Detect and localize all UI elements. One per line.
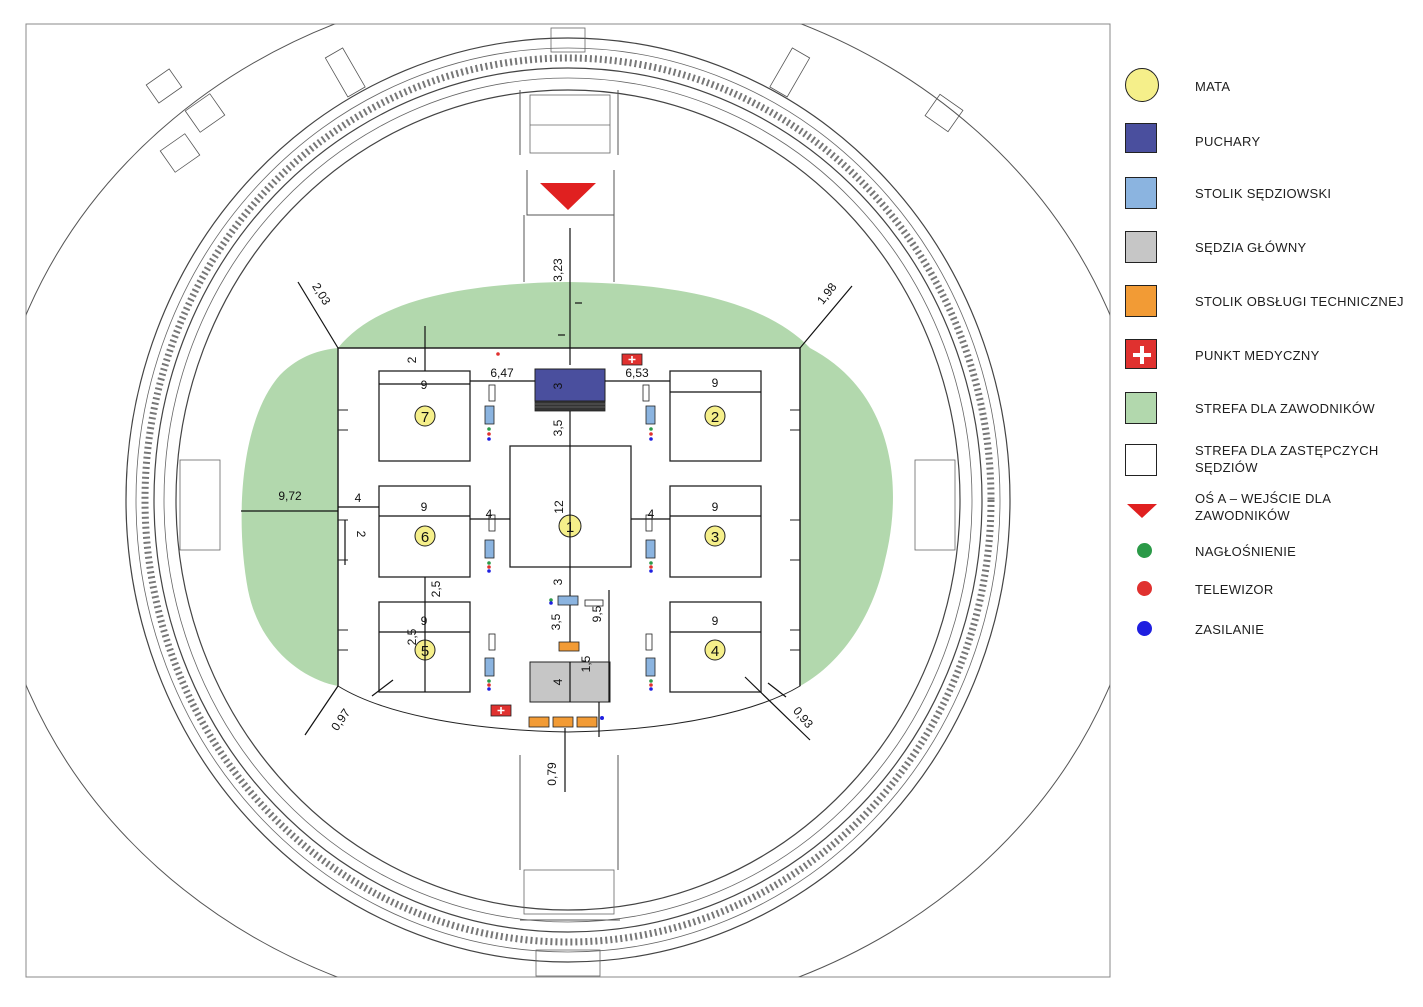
legend-item-medical: PUNKT MEDYCZNY: [1125, 339, 1420, 379]
legend-label-mat: MATA: [1195, 79, 1231, 94]
dim-2-top: 2: [405, 356, 419, 363]
legend-label-tech-table: STOLIK OBSŁUGI TECHNICZNEJ: [1195, 294, 1404, 309]
mat-4-number: 4: [711, 643, 719, 660]
legend-item-trophies: PUCHARY: [1125, 123, 1420, 163]
legend-item-power: ZASILANIE: [1125, 621, 1420, 661]
dim-9-72: 9,72: [278, 489, 302, 503]
top-entrance-corridor: [519, 90, 619, 282]
dim-9-mat5: 9: [421, 614, 428, 628]
trophies-table: [534, 368, 606, 412]
competitor-zone-square-icon: [1125, 392, 1157, 424]
dim-1-5: 1,5: [579, 655, 593, 672]
medical-point-top: [621, 353, 643, 366]
mat-7-number: 7: [421, 409, 429, 426]
mat-circle-icon: [1125, 68, 1159, 102]
dim-9-mat7: 9: [421, 378, 428, 392]
building-outline: [26, 24, 1110, 977]
legend-label-entrance: OŚ A – WEJŚCIE DLA ZAWODNIKÓW: [1195, 491, 1331, 523]
dim-3-5-mid: 3,5: [549, 613, 563, 630]
legend-item-tv: TELEWIZOR: [1125, 581, 1420, 621]
dim-4-r: 4: [648, 507, 655, 521]
legend-item-entrance: OŚ A – WEJŚCIE DLA ZAWODNIKÓW: [1125, 491, 1420, 546]
dim-3-5-top: 3,5: [551, 419, 565, 436]
legend-label-judge-table: STOLIK SĘDZIOWSKI: [1195, 186, 1332, 201]
legend-label-power: ZASILANIE: [1195, 622, 1265, 637]
dim-4-left: 4: [355, 491, 362, 505]
power-dot-icon: [1137, 621, 1152, 636]
mat-3-marker: [704, 525, 726, 547]
dim-12: 12: [552, 500, 566, 514]
mat-2-number: 2: [711, 409, 719, 426]
legend-item-mat: MATA: [1125, 68, 1420, 108]
mat-3-number: 3: [711, 529, 719, 546]
judge-tables: [484, 405, 656, 677]
legend-label-tv: TELEWIZOR: [1195, 582, 1274, 597]
dim-2-5: 2,5: [429, 580, 443, 597]
judge-table-square-icon: [1125, 177, 1157, 209]
legend-item-substitute-zone: STREFA DLA ZASTĘPCZYCH SĘDZIÓW: [1125, 443, 1420, 494]
venue-floor-plan: 7 2 6 3 5 4 1: [25, 23, 1111, 978]
dim-9-mat6: 9: [421, 500, 428, 514]
legend-label-substitute-zone: STREFA DLA ZASTĘPCZYCH SĘDZIÓW: [1195, 443, 1379, 475]
trophies-square-icon: [1125, 123, 1157, 153]
mat-7: 7: [378, 370, 471, 462]
mat-6-number: 6: [421, 529, 429, 546]
mat-4-marker: [704, 639, 726, 661]
mat-7-marker: [414, 405, 436, 427]
head-judge-square-icon: [1125, 231, 1157, 263]
sound-dot-icon: [1137, 543, 1152, 558]
medical-point-bottom: [490, 704, 512, 717]
tech-table-square-icon: [1125, 285, 1157, 317]
dim-9-mat3: 9: [712, 500, 719, 514]
substitute-zone-square-icon: [1125, 444, 1157, 476]
legend-label-medical: PUNKT MEDYCZNY: [1195, 348, 1320, 363]
legend-item-head-judge: SĘDZIA GŁÓWNY: [1125, 231, 1420, 271]
technical-tables: [528, 641, 598, 728]
entrance-triangle-icon: [1125, 502, 1159, 520]
dim-2-5-b: 2,5: [405, 628, 419, 645]
tv-dot-icon: [1137, 581, 1152, 596]
entrance-axis-triangle: [540, 183, 596, 210]
legend-label-competitor-zone: STREFA DLA ZAWODNIKÓW: [1195, 401, 1375, 416]
dim-4-l: 4: [486, 507, 493, 521]
dim-4-judge: 4: [551, 678, 565, 685]
legend-item-sound: NAGŁOŚNIENIE: [1125, 543, 1420, 583]
mat-2-marker: [704, 405, 726, 427]
dim-6-53: 6,53: [625, 366, 649, 380]
dim-9-mat2: 9: [712, 376, 719, 390]
legend-item-competitor-zone: STREFA DLA ZAWODNIKÓW: [1125, 392, 1420, 432]
legend-label-sound: NAGŁOŚNIENIE: [1195, 544, 1297, 559]
dimension-lines: [241, 228, 853, 792]
dim-2-left: 2: [354, 531, 368, 538]
dim-3-mid: 3: [551, 578, 565, 585]
mat-3: 3: [669, 485, 762, 578]
dim-9-5: 9,5: [590, 605, 604, 622]
mat-6-marker: [414, 525, 436, 547]
legend-item-tech-table: STOLIK OBSŁUGI TECHNICZNEJ: [1125, 285, 1420, 325]
bottom-entrance-corridor: [519, 755, 620, 921]
mat-6: 6: [378, 485, 471, 578]
legend-label-head-judge: SĘDZIA GŁÓWNY: [1195, 240, 1307, 255]
medical-cross-icon: [1125, 339, 1157, 369]
legend-label-trophies: PUCHARY: [1195, 134, 1261, 149]
dim-3-trophy: 3: [551, 382, 565, 389]
legend-item-judge-table: STOLIK SĘDZIOWSKI: [1125, 177, 1420, 217]
dim-3-23: 3,23: [551, 258, 565, 282]
dim-0-79: 0,79: [545, 762, 559, 786]
dim-9-mat4: 9: [712, 614, 719, 628]
mat-2: 2: [669, 370, 762, 462]
dim-6-47: 6,47: [490, 366, 514, 380]
